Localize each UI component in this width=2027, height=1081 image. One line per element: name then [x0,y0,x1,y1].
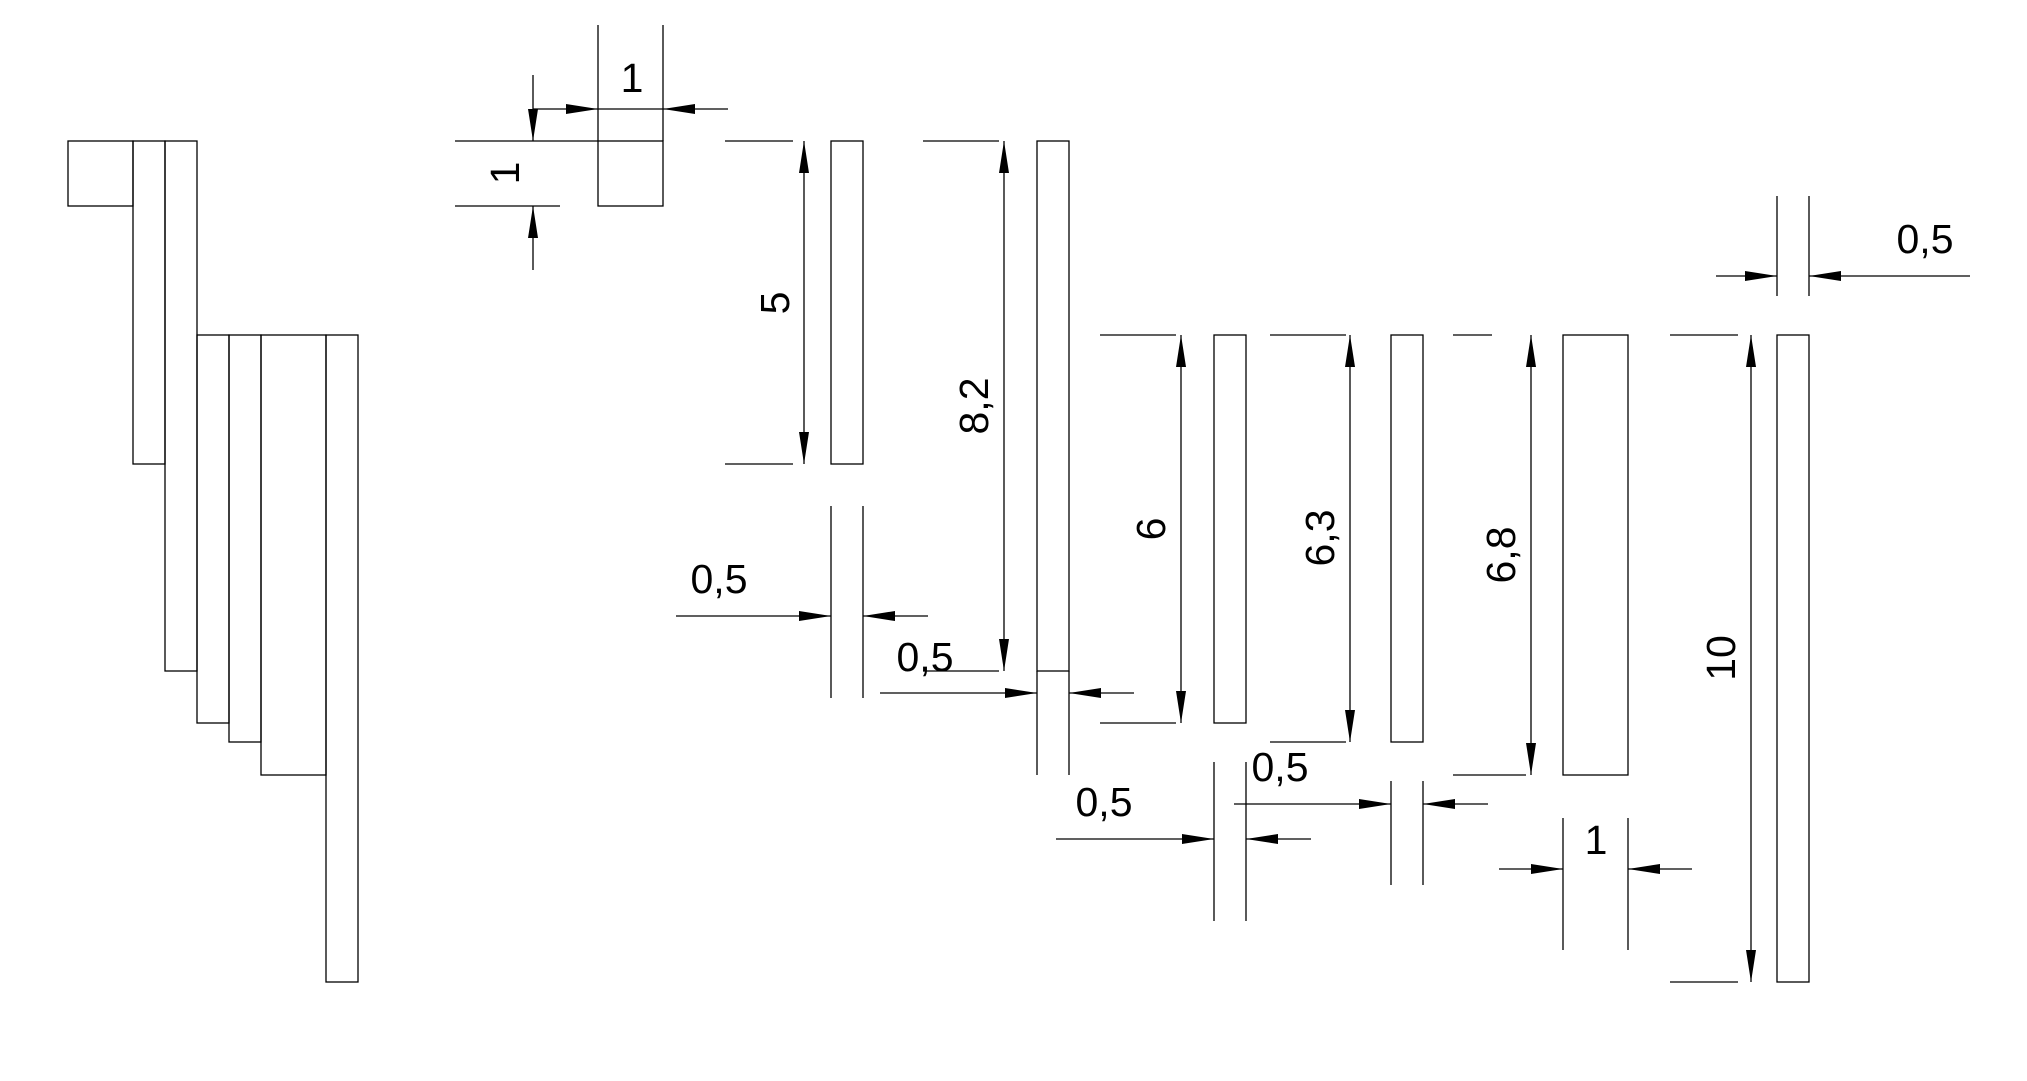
bar-a-shape [830,140,864,465]
block-height-label: 1 [482,162,528,185]
bar-c-width-label: 0,5 [1076,779,1133,825]
bar-f-shape [1776,334,1810,983]
arrowhead [1526,743,1536,775]
bar-a-width-label: 0,5 [691,556,748,602]
arrowhead [1359,799,1391,809]
part-bar-d: 6,3 0,5 [1234,334,1488,885]
stack-bar-b [164,140,198,672]
block-shape [597,140,664,207]
stack-bar-a [132,140,166,465]
bar-f-width-label: 0,5 [1897,216,1954,262]
part-bar-f: 10 0,5 [1670,196,1970,983]
bar-c-shape [1213,334,1247,724]
arrowhead [1176,691,1186,723]
bar-a-length-label: 5 [752,292,798,315]
arrowhead [1345,710,1355,742]
stack-bar-f [325,334,359,983]
arrowhead [863,611,895,621]
arrowhead [799,611,831,621]
arrowhead [799,432,809,464]
arrowhead [1809,271,1841,281]
arrowhead [1345,335,1355,367]
arrowhead [1526,335,1536,367]
stack-bar-c [196,334,230,724]
arrowhead [1531,864,1563,874]
arrowhead [1628,864,1660,874]
bar-f-length-label: 10 [1698,635,1744,681]
arrowhead [1182,834,1214,844]
block-width-label: 1 [621,55,644,101]
arrowhead [663,104,695,114]
arrowhead [1005,688,1037,698]
bar-d-length-label: 6,3 [1297,510,1343,567]
stack-block [67,140,134,207]
bar-e-shape [1562,334,1629,776]
arrowhead [1423,799,1455,809]
bar-b-length-label: 8,2 [951,378,997,435]
arrowhead [566,104,598,114]
bar-e-width-label: 1 [1585,817,1608,863]
bar-e-length-label: 6,8 [1478,527,1524,584]
bar-d-shape [1390,334,1424,743]
bar-c-length-label: 6 [1128,518,1174,541]
part-bar-e: 6,8 1 [1453,334,1692,950]
part-bar-a: 5 0,5 [676,140,928,698]
arrowhead [528,109,538,141]
part-bar-b: 8,2 0,5 [880,140,1134,775]
bar-d-width-label: 0,5 [1252,744,1309,790]
bar-b-shape [1036,140,1070,672]
stack-bar-e [260,334,327,776]
arrowhead [999,639,1009,671]
assembled-stack [67,140,359,983]
part-block: 1 1 [455,25,728,270]
arrowhead [1069,688,1101,698]
arrowhead [799,141,809,173]
arrowhead [1746,335,1756,367]
arrowhead [1745,271,1777,281]
arrowhead [999,141,1009,173]
part-bar-c: 6 0,5 [1056,334,1311,921]
arrowhead [1746,950,1756,982]
stack-bar-d [228,334,262,743]
arrowhead [1246,834,1278,844]
arrowhead [1176,335,1186,367]
arrowhead [528,206,538,238]
bar-b-width-label: 0,5 [897,634,954,680]
